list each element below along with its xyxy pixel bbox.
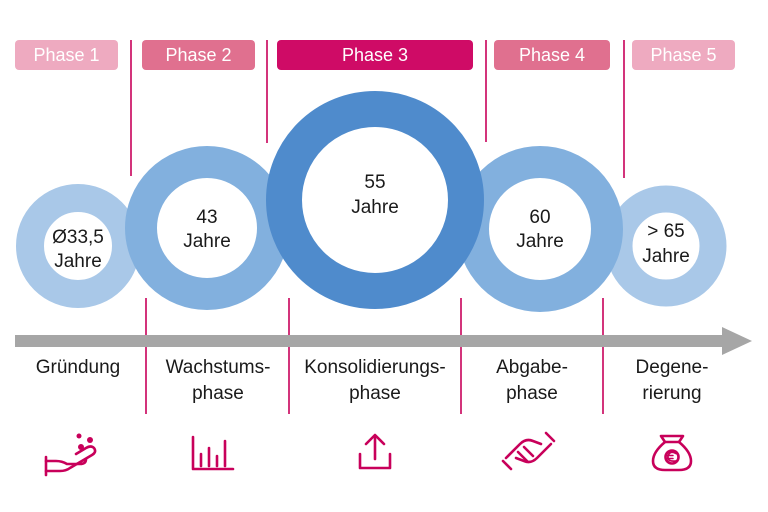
ring-4 [457, 146, 623, 312]
phase-3-label: Phase 3 [342, 45, 408, 65]
stage-3-label-line1: Konsolidierungs- [304, 357, 446, 378]
phase-4-label: Phase 4 [519, 45, 585, 65]
ring-labels: Ø33,5 Jahre 43 Jahre 55 Jahre 60 Jahre >… [52, 172, 690, 272]
ring-2-unit: Jahre [183, 231, 231, 252]
ring-4-unit: Jahre [516, 231, 564, 252]
ring-3 [266, 91, 484, 309]
stage-3-label-line2: phase [349, 383, 401, 404]
stage-5-label-line1: Degene- [636, 357, 709, 378]
ring-1-unit: Jahre [54, 251, 102, 272]
phase-4-pill [494, 40, 610, 70]
ring-3-unit: Jahre [351, 197, 399, 218]
stage-labels: Gründung Wachstums- phase Konsolidierung… [36, 357, 709, 404]
ring-1-value: Ø33,5 [52, 227, 104, 248]
ring-2-value: 43 [196, 207, 217, 228]
ring-5-value: > 65 [647, 221, 685, 242]
stage-icons [44, 431, 693, 477]
stage-1-label: Gründung [36, 357, 121, 378]
handshake-icon [501, 431, 556, 471]
phase-1-label: Phase 1 [33, 45, 99, 65]
stage-5-label-line2: rierung [642, 383, 701, 404]
phase-2-pill [142, 40, 255, 70]
stage-4-label-line2: phase [506, 383, 558, 404]
phase-5-pill [632, 40, 735, 70]
timeline-bar [15, 335, 725, 347]
ring-4-value: 60 [529, 207, 550, 228]
money-bag-euro-icon [651, 434, 693, 472]
ring-1 [16, 184, 140, 308]
arrow-head-icon [722, 327, 752, 355]
phase-headers: Phase 1 Phase 2 Phase 3 Phase 4 Phase 5 [15, 40, 735, 70]
phase-5-label: Phase 5 [650, 45, 716, 65]
bar-chart-icon [191, 435, 235, 471]
ring-5-unit: Jahre [642, 246, 690, 267]
stage-2-label-line1: Wachstums- [166, 357, 271, 378]
timeline-arrow [15, 327, 752, 355]
age-rings [16, 91, 727, 312]
phase-3-pill [277, 40, 473, 70]
phase-1-pill [15, 40, 118, 70]
phase-2-label: Phase 2 [165, 45, 231, 65]
ring-2 [125, 146, 289, 310]
phase-separators [130, 40, 625, 414]
upload-icon [358, 433, 392, 470]
ring-3-value: 55 [364, 172, 385, 193]
stage-2-label-line2: phase [192, 383, 244, 404]
hand-coins-icon [44, 433, 97, 477]
stage-4-label-line1: Abgabe- [496, 357, 568, 378]
